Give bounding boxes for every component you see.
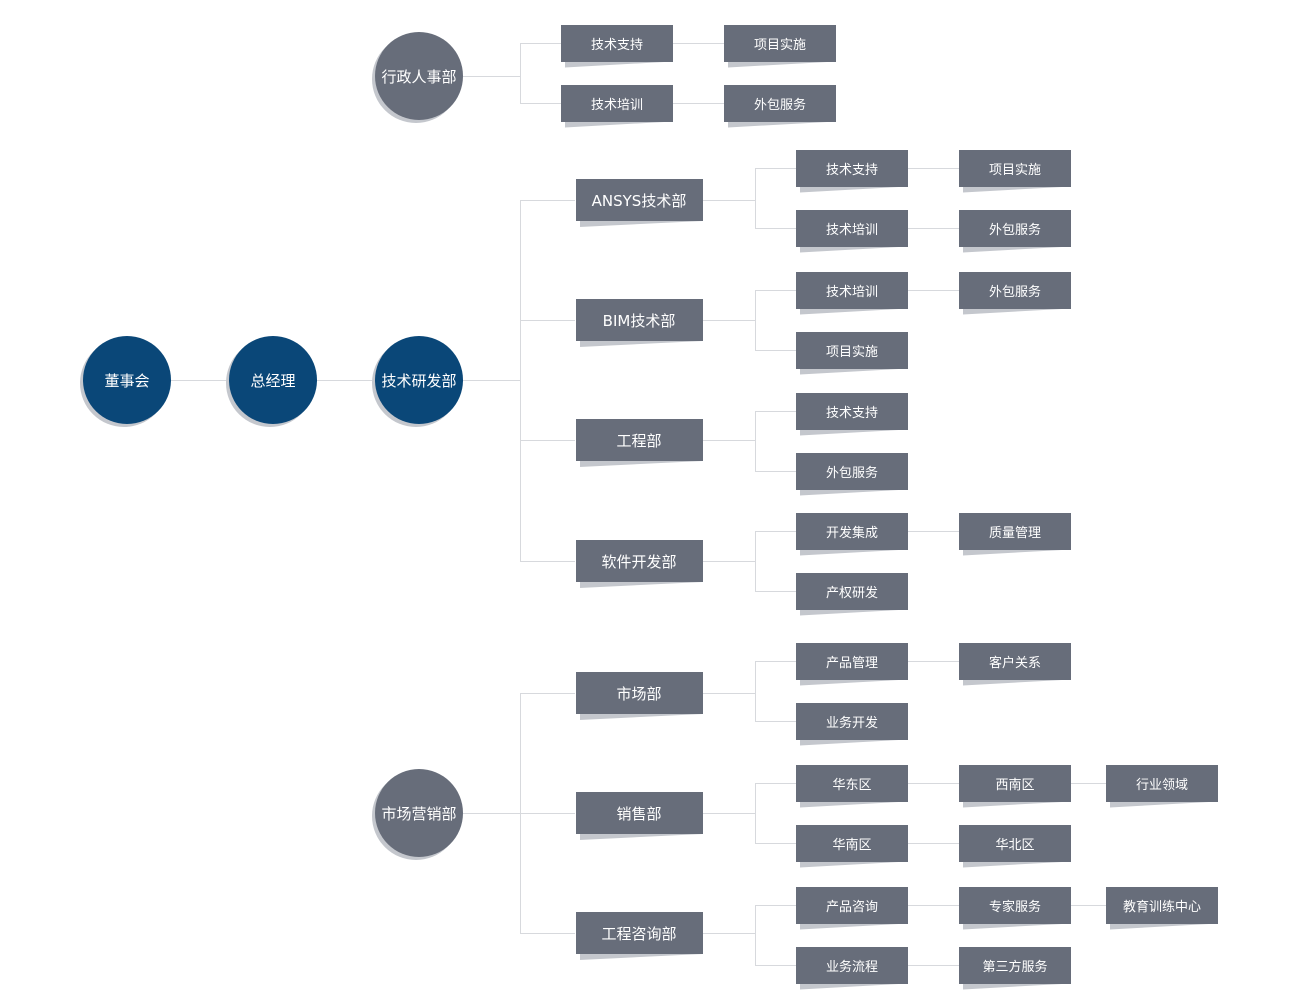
org-node-zongjingli: 总经理 (229, 336, 317, 424)
org-node-jishuyanfa: 技术研发部 (375, 336, 463, 424)
org-node-xs-huabei: 华北区 (959, 824, 1071, 862)
org-node-gongcheng: 工程部 (575, 419, 703, 461)
org-node-xs-hangye: 行业领域 (1106, 764, 1218, 802)
org-node-xs-huanan: 华南区 (796, 824, 908, 862)
org-node-rj-kaifa: 开发集成 (796, 512, 908, 550)
org-node-zx-jiaoyu: 教育训练中心 (1106, 886, 1218, 924)
org-node-bim-peixun: 技术培训 (796, 271, 908, 309)
org-node-bim-shishi: 项目实施 (796, 331, 908, 369)
org-node-xz-shishi: 项目实施 (724, 24, 836, 62)
org-node-bim-waibao: 外包服务 (959, 271, 1071, 309)
org-node-xz-zhichi: 技术支持 (561, 24, 673, 62)
org-node-ansys-shishi: 项目实施 (959, 149, 1071, 187)
org-node-shichang: 市场部 (575, 672, 703, 714)
org-node-xz-peixun: 技术培训 (561, 84, 673, 122)
org-node-sc-chanpin: 产品管理 (796, 642, 908, 680)
org-node-bim: BIM技术部 (575, 299, 703, 341)
org-node-xs-huadong: 华东区 (796, 764, 908, 802)
org-node-xingzheng: 行政人事部 (375, 32, 463, 120)
org-node-zx-liucheng: 业务流程 (796, 946, 908, 984)
org-node-ansys-waibao: 外包服务 (959, 209, 1071, 247)
org-node-zx-disanfang: 第三方服务 (959, 946, 1071, 984)
org-node-zx-zixun: 产品咨询 (796, 886, 908, 924)
org-node-sc-kehu: 客户关系 (959, 642, 1071, 680)
org-node-ansys: ANSYS技术部 (575, 179, 703, 221)
org-node-xiaoshou: 销售部 (575, 792, 703, 834)
org-node-shichangyingxiao: 市场营销部 (375, 769, 463, 857)
org-node-zixun: 工程咨询部 (575, 912, 703, 954)
org-node-ansys-zhichi: 技术支持 (796, 149, 908, 187)
org-node-xz-waibao: 外包服务 (724, 84, 836, 122)
org-node-dongshihui: 董事会 (83, 336, 171, 424)
org-node-gc-zhichi: 技术支持 (796, 392, 908, 430)
org-node-ruanjian: 软件开发部 (575, 540, 703, 582)
org-node-gc-waibao: 外包服务 (796, 452, 908, 490)
org-node-rj-zhiliang: 质量管理 (959, 512, 1071, 550)
org-node-xs-xinan: 西南区 (959, 764, 1071, 802)
org-node-rj-chanquan: 产权研发 (796, 572, 908, 610)
org-node-sc-yewu: 业务开发 (796, 702, 908, 740)
org-node-zx-zhuanjia: 专家服务 (959, 886, 1071, 924)
org-node-ansys-peixun: 技术培训 (796, 209, 908, 247)
